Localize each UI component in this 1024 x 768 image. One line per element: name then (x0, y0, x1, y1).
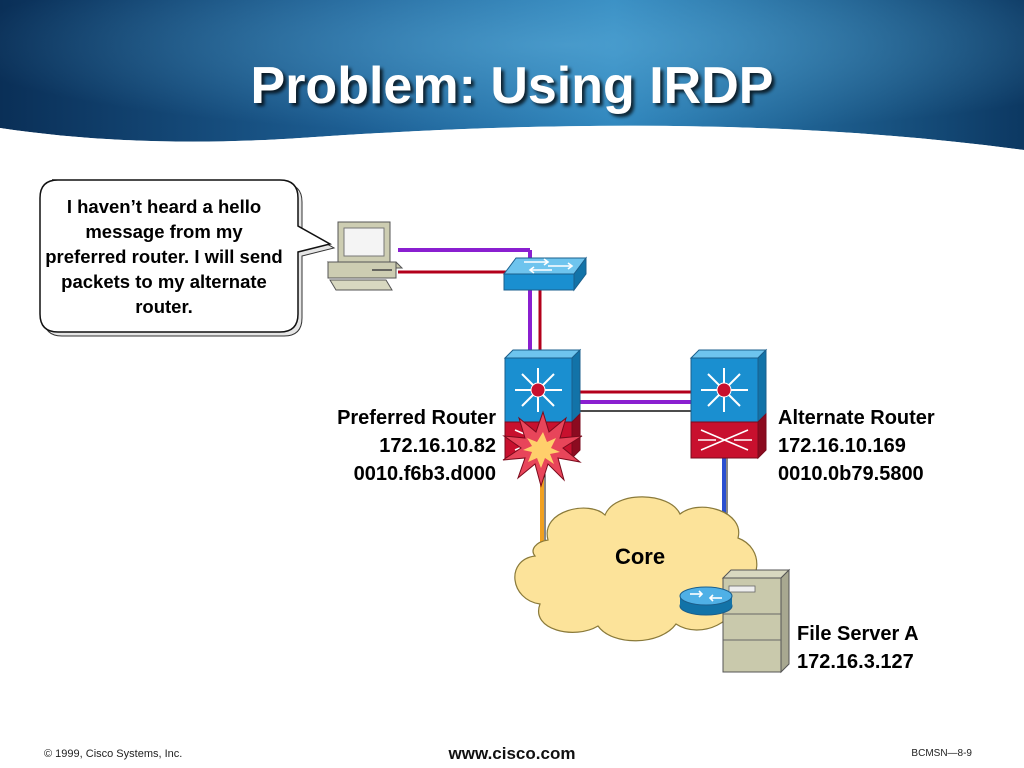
failure-burst-icon (502, 410, 583, 488)
core-label: Core (614, 544, 666, 569)
footer-url: www.cisco.com (448, 744, 576, 763)
preferred-router-label: Preferred Router 172.16.10.82 0010.f6b3.… (337, 404, 496, 488)
file-server-name: File Server A (797, 623, 919, 645)
footer-page-number: BCMSN—8-9 (911, 748, 972, 759)
speech-bubble (39, 179, 336, 337)
footer-copyright: © 1999, Cisco Systems, Inc. (44, 748, 183, 760)
preferred-router-ip: 172.16.10.82 (379, 435, 496, 457)
alternate-router-icon (689, 348, 768, 460)
workstation-icon (326, 221, 404, 291)
file-server-icon (721, 568, 791, 674)
alternate-router-mac: 0010.0b79.5800 (778, 463, 924, 485)
preferred-router-name: Preferred Router (337, 407, 496, 429)
link-preferred-to-alternate-router (580, 390, 692, 412)
slide-title: Problem: Using IRDP (250, 57, 774, 115)
server-router-icon (679, 586, 733, 616)
preferred-router-mac: 0010.f6b3.d000 (353, 463, 496, 485)
alternate-router-label: Alternate Router 172.16.10.169 0010.0b79… (778, 404, 935, 488)
switch-icon (503, 256, 587, 292)
file-server-label: File Server A 172.16.3.127 (797, 620, 919, 676)
file-server-ip: 172.16.3.127 (797, 651, 914, 673)
alternate-router-name: Alternate Router (778, 407, 935, 429)
speech-bubble-text: I haven’t heard a hello message from my … (45, 196, 283, 317)
header-background (0, 0, 1024, 160)
alternate-router-ip: 172.16.10.169 (778, 435, 906, 457)
slide-header: Problem: Using IRDP (0, 0, 1024, 160)
